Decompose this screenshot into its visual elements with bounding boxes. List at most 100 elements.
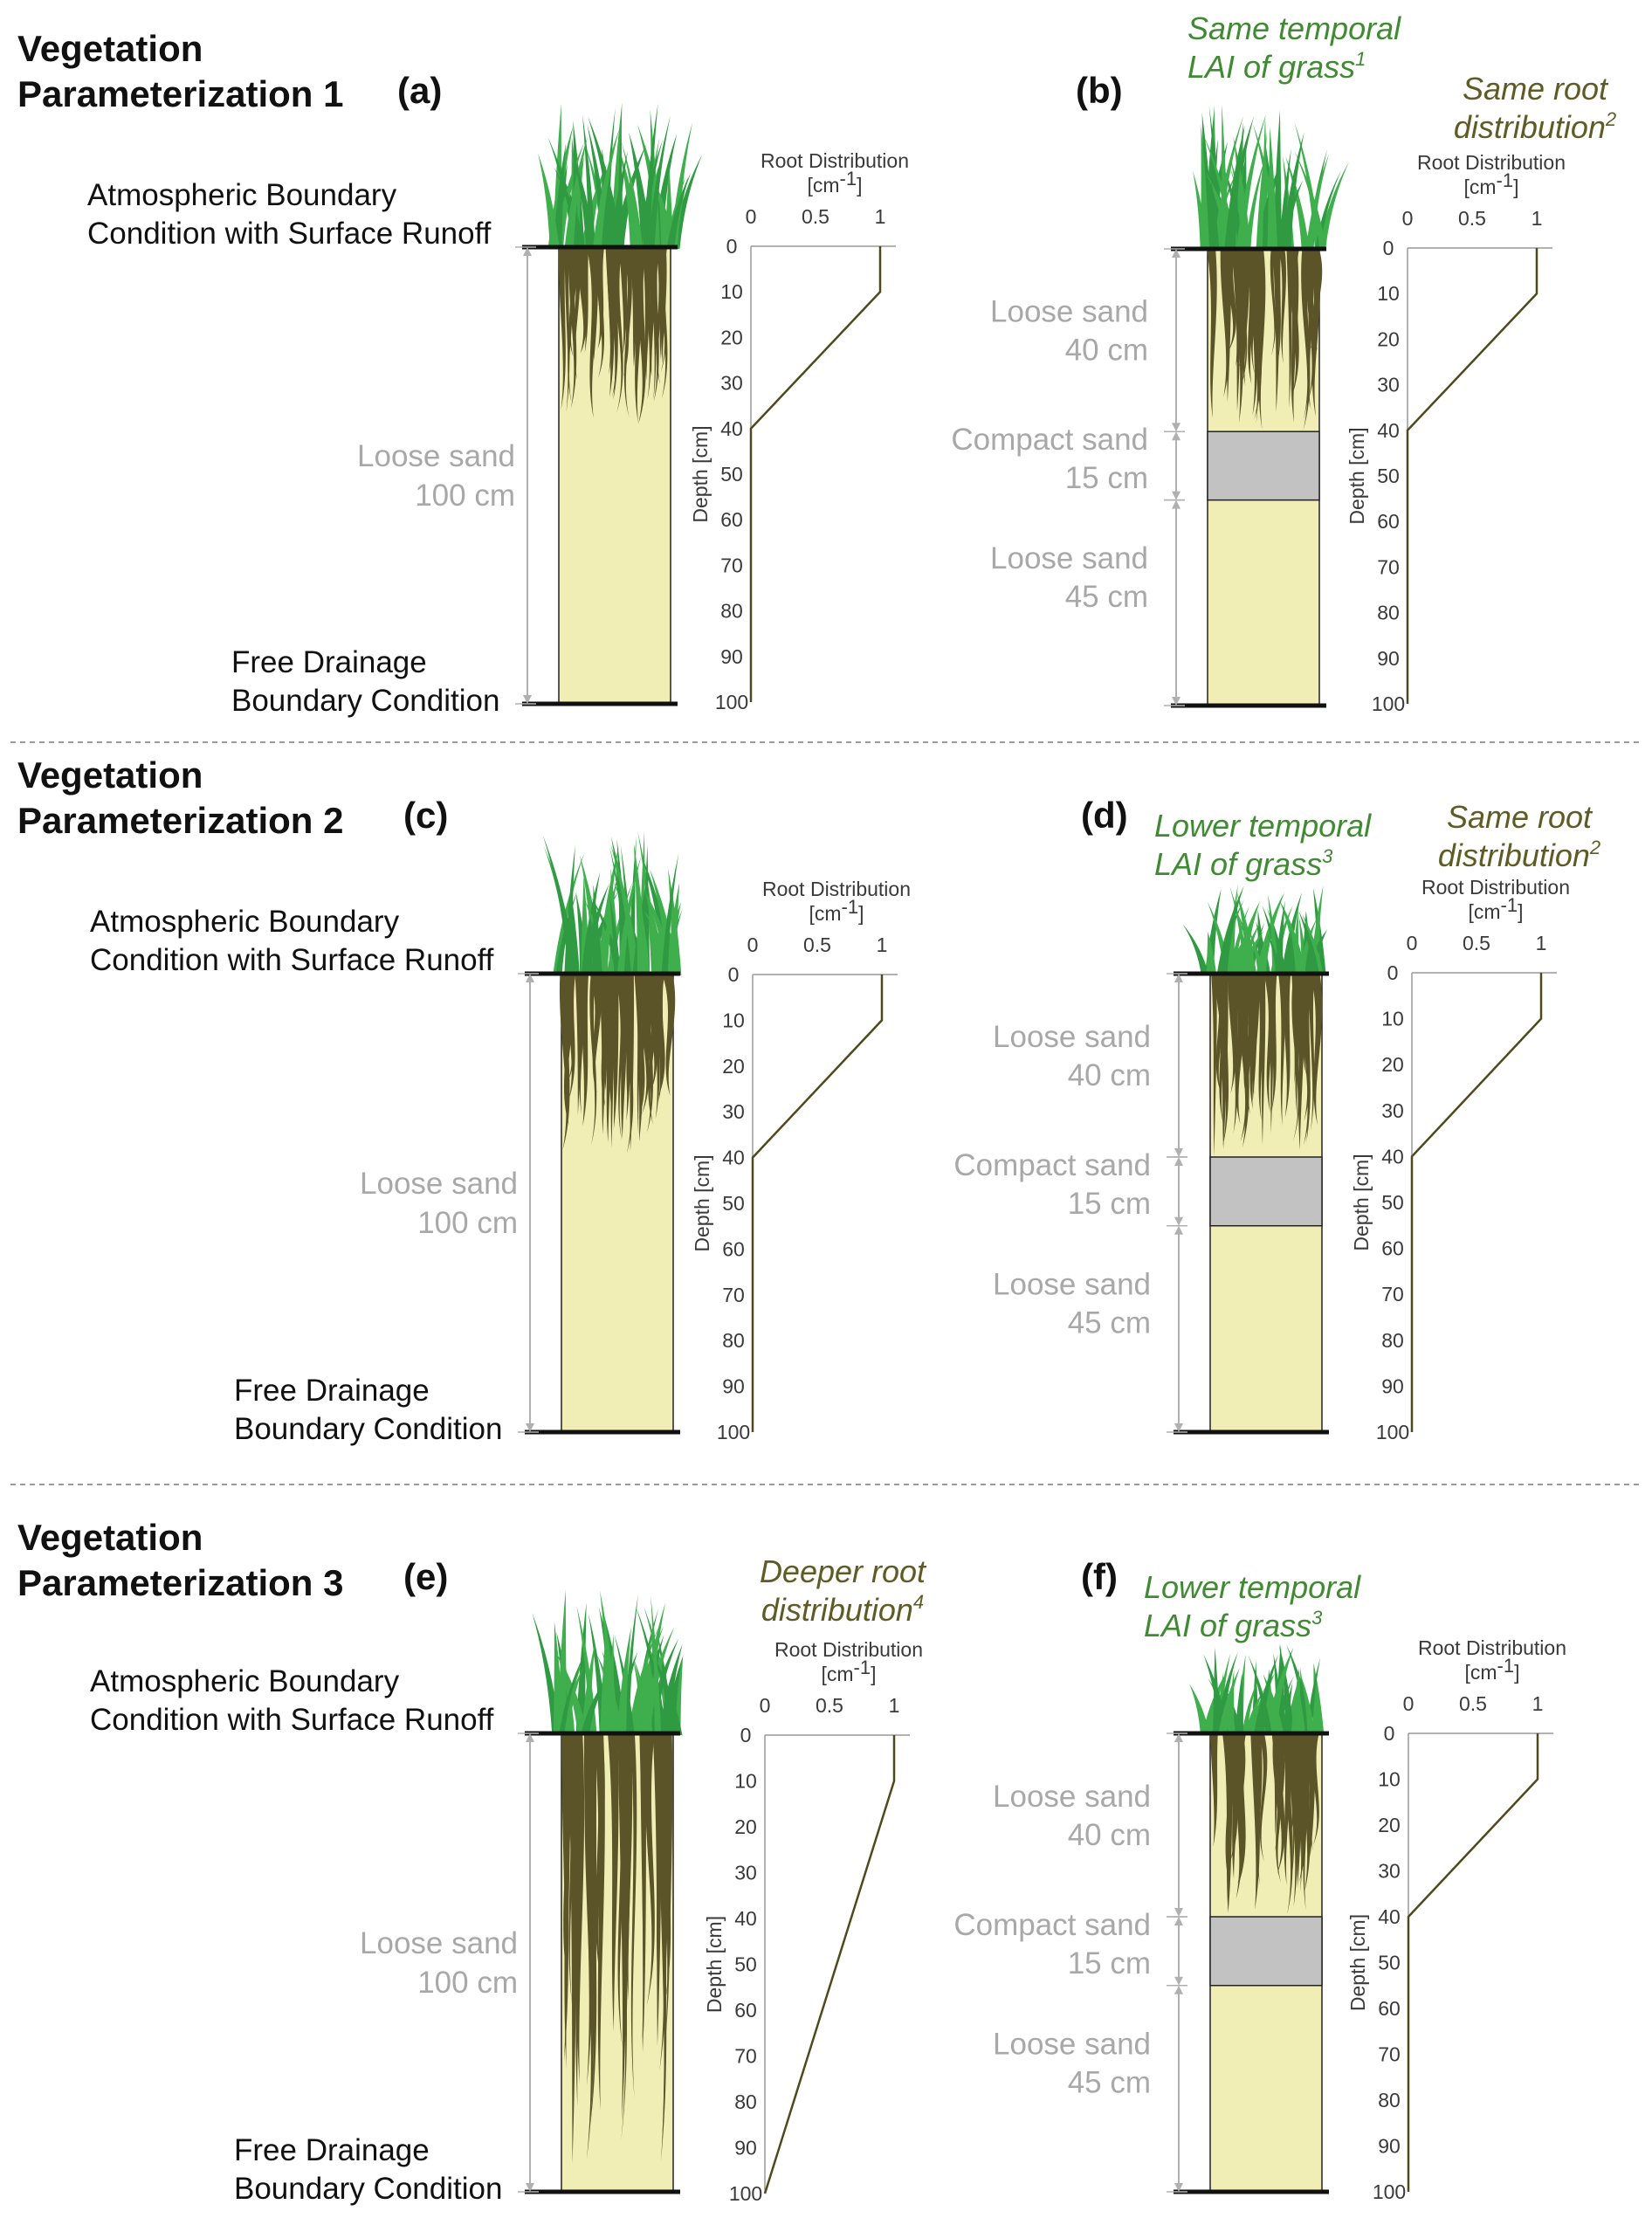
soil-layer-name: Loose sand [357,439,515,473]
y-tick-label: 60 [722,1237,745,1260]
root-strand [626,974,635,1152]
y-tick-label: 30 [722,1100,745,1123]
root-system [1207,249,1323,431]
dimension-arrowhead [523,247,532,256]
note-line-1: Deeper root [760,1553,927,1589]
y-axis-label: Depth [cm] [691,1154,713,1251]
note-line-1: Lower temporal [1154,808,1372,844]
root-strand [646,974,657,1126]
grass-blade [644,1638,679,1735]
root-strand [1236,1733,1246,1885]
y-tick-label: 90 [1381,1374,1404,1397]
grass-blade [1224,125,1245,251]
y-tick-label: 30 [1377,374,1400,396]
dimension-arrowhead [1174,1985,1183,1994]
grass-blade [538,153,560,249]
grass-blade [1235,1673,1244,1735]
grass-blade [1275,900,1285,975]
x-tick-label: 0 [747,933,759,956]
y-tick-label: 100 [1376,1421,1409,1443]
root-strand [1268,974,1277,1112]
root-strand [1223,249,1231,403]
root-strand [1287,249,1299,424]
grass-canopy [538,102,703,250]
root-strand [1302,249,1310,421]
y-tick-label: 50 [734,1953,757,1976]
grass-blade [554,167,586,249]
dimension-arrowhead [1174,1917,1183,1925]
root-strand [639,974,650,1115]
root-distribution-line [1407,1733,1539,2192]
grass-blade [1265,1647,1294,1735]
grass-canopy [1189,1643,1325,1735]
chart-title: Root Distribution [774,1638,923,1661]
top-boundary-label-line-2: Condition with Surface Runoff [90,943,494,977]
y-tick-label: 70 [720,554,743,576]
y-tick-label: 20 [722,1055,745,1078]
grass-blade [596,845,619,975]
x-tick-label: 0 [1403,1692,1415,1715]
grass-blade [1299,1673,1316,1735]
grass-blade [576,1605,597,1735]
root-strand [635,974,641,1135]
x-tick-label: 1 [877,933,888,956]
x-tick-label: 1 [875,205,886,228]
y-tick-label: 90 [722,1375,745,1398]
grass-blade [553,142,567,249]
top-boundary-label-line-2: Condition with Surface Runoff [87,217,492,251]
chart-title: Root Distribution [1421,876,1570,899]
y-tick-label: 50 [720,463,743,486]
grass-blade [1267,127,1278,251]
grass-blade [1305,154,1329,251]
root-system [561,1733,673,2164]
soil-layer-name: Loose sand [990,541,1148,575]
section-title-line-1: Vegetation [17,1517,203,1558]
grass-blade [1218,1667,1240,1735]
root-strand [655,247,664,385]
panel-label: (c) [403,795,448,836]
y-tick-label: 0 [726,235,738,258]
note-line-2: LAI of grass3 [1154,845,1333,882]
grass-blade [564,844,575,975]
grass-blade [628,1628,659,1735]
grass-blade [1297,918,1318,975]
x-tick-label: 1 [1532,1692,1544,1715]
x-tick-label: 0 [1402,207,1414,230]
grass-blade [1291,1668,1303,1735]
grass-blade [658,1643,683,1735]
y-tick-label: 10 [734,1770,757,1793]
root-strand [1305,249,1313,407]
root-strand [1258,1733,1268,1863]
note-line-2: LAI of grass1 [1187,48,1366,85]
dimension-arrowhead [1172,249,1180,258]
section-dividers [10,741,1642,1485]
root-strand [1209,1733,1218,1847]
soil-layer-thickness: 15 cm [1065,461,1148,495]
dimension-arrowhead [1174,1157,1183,1166]
dimension-arrowhead [1174,1423,1183,1432]
root-strand [1292,974,1301,1118]
compact-sand-layer [1209,1916,1323,1987]
grass-canopy [1193,104,1350,251]
grass-blade [592,127,620,249]
y-tick-label: 40 [1381,1145,1404,1168]
note-line-2: distribution2 [1438,837,1600,873]
root-strand [564,247,570,413]
y-tick-label: 20 [1377,327,1400,350]
grass-blade [559,1650,587,1735]
chart-unit: [cm-1] [809,896,864,925]
x-tick-label: 0.5 [1463,932,1490,954]
top-boundary-label-line-2: Condition with Surface Runoff [90,1703,494,1737]
grass-blade [1278,148,1291,251]
bottom-boundary-label-line-1: Free Drainage [234,1374,430,1408]
bottom-boundary-label-line-1: Free Drainage [234,2133,430,2167]
grass-blade [600,1590,619,1735]
root-strand [1239,974,1249,1089]
root-strand [572,1733,582,2107]
root-strand [589,247,599,362]
section-title-line-1: Vegetation [17,754,203,796]
